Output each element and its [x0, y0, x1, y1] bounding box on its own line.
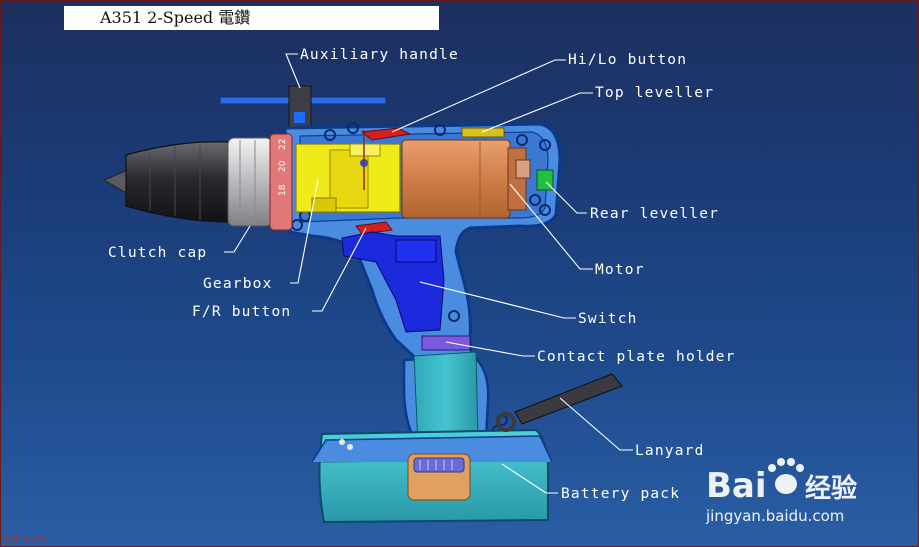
label-clutch-cap: Clutch cap	[108, 245, 207, 261]
hi-lo-button	[360, 127, 412, 141]
label-battery-pack: Battery pack	[561, 486, 680, 502]
chuck	[102, 141, 231, 223]
contact-plate-holder	[421, 335, 471, 351]
clutch-ring: 18 20 22	[269, 133, 293, 231]
label-lanyard: Lanyard	[635, 443, 705, 459]
clutch-number-22: 22	[278, 139, 288, 150]
label-hi-lo-button: Hi/Lo button	[568, 52, 687, 68]
label-gearbox: Gearbox	[203, 276, 273, 292]
label-rear-leveller: Rear leveller	[590, 206, 719, 222]
label-switch: Switch	[578, 311, 638, 327]
label-auxiliary-handle: Auxiliary handle	[300, 47, 459, 63]
leader-lines	[224, 53, 633, 494]
clutch-cap	[227, 137, 273, 227]
label-contact-plate-holder: Contact plate holder	[537, 349, 736, 365]
top-leveller	[461, 127, 505, 138]
label-motor: Motor	[595, 262, 645, 278]
watermark-brand-suffix: 经验	[805, 473, 857, 504]
watermark-brand: Bai	[706, 466, 767, 506]
clutch-number-20: 20	[278, 160, 288, 172]
battery-pack	[311, 428, 553, 524]
baidu-watermark: Bai 经验 jingyan.baidu.com	[705, 458, 857, 525]
auxiliary-handle	[219, 85, 387, 133]
paw-icon	[768, 458, 804, 494]
motor	[401, 139, 531, 219]
gearbox	[295, 130, 401, 213]
lanyard	[496, 373, 623, 432]
label-fr-button: F/R button	[192, 304, 291, 320]
watermark-url: jingyan.baidu.com	[705, 507, 844, 525]
label-top-leveller: Top leveller	[595, 85, 714, 101]
switch	[341, 231, 445, 333]
copyright-text: TOP WORK	[3, 534, 48, 543]
clutch-number-18: 18	[278, 184, 288, 196]
diagram-title: A351 2-Speed 電鑽	[64, 6, 439, 30]
